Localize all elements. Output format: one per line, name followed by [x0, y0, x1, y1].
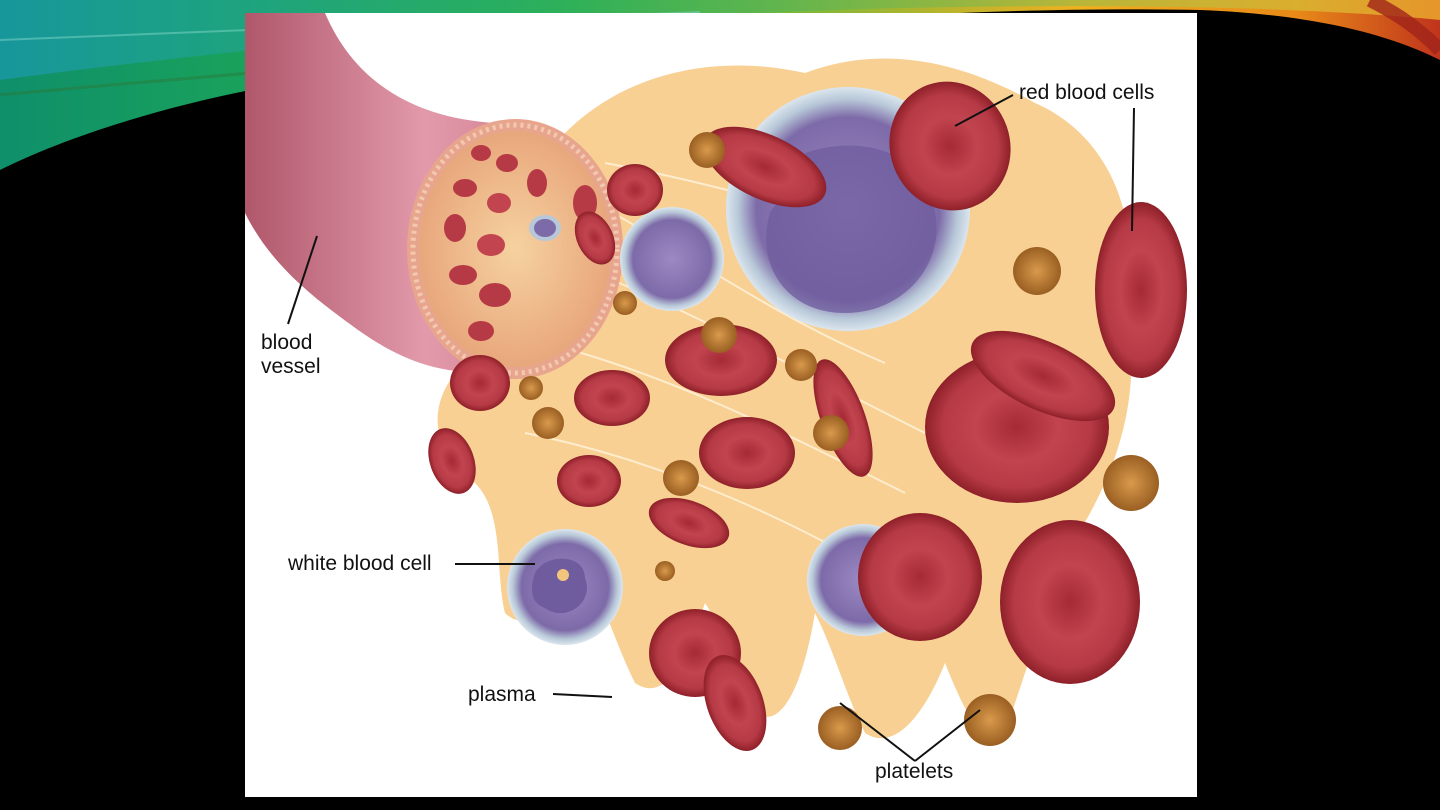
blood-components-illustration — [245, 13, 1187, 762]
label-white-blood-cell: white blood cell — [288, 552, 432, 575]
label-plasma: plasma — [468, 683, 536, 706]
label-blood-vessel: blood vessel — [261, 331, 321, 379]
platelets — [519, 132, 1159, 750]
blood-vessel — [245, 13, 623, 379]
label-platelets: platelets — [875, 760, 954, 783]
red-blood-cells — [428, 81, 1187, 751]
label-leader-lines — [287, 94, 1135, 762]
label-blood-vessel-line2: vessel — [261, 355, 321, 378]
label-red-blood-cells: red blood cells — [1019, 81, 1155, 104]
figure-panel: blood vessel red blood cells white blood… — [245, 13, 1197, 797]
label-blood-vessel-line1: blood — [261, 331, 313, 354]
